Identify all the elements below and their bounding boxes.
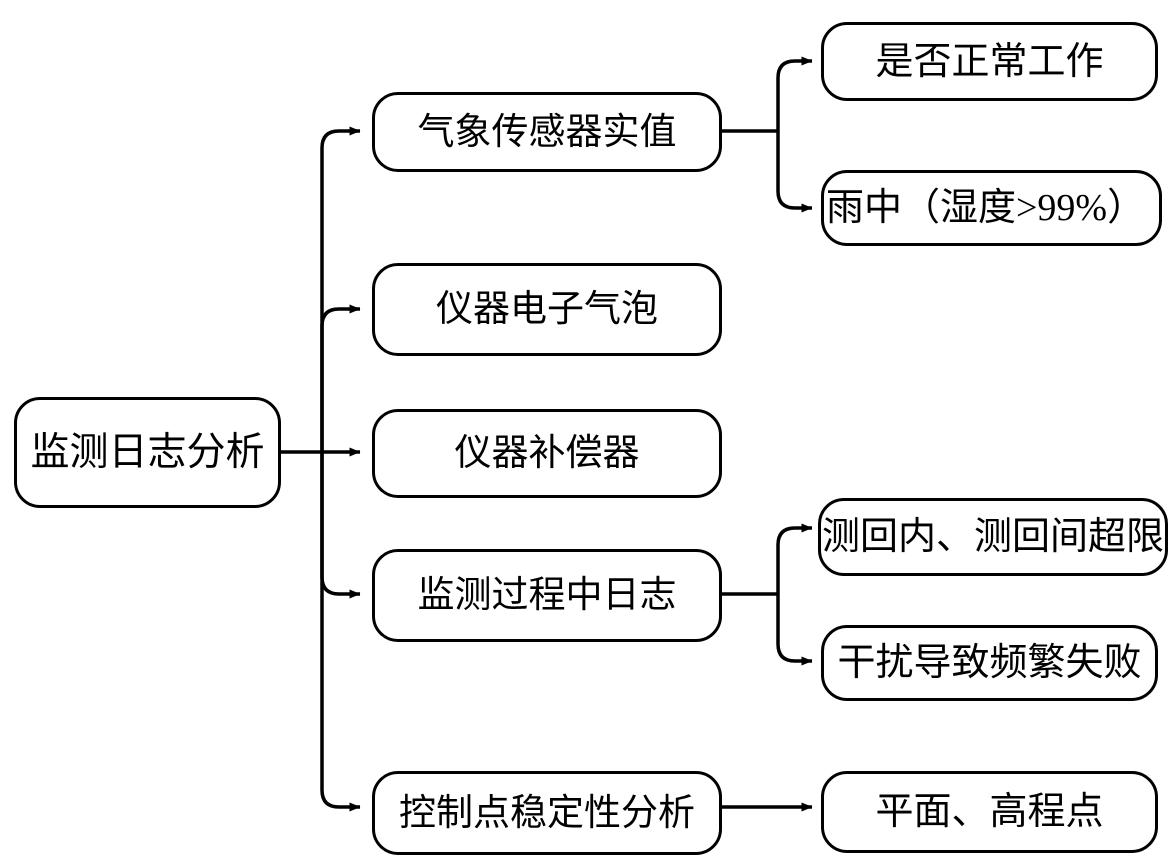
node-root-label: 监测日志分析 bbox=[30, 431, 265, 474]
node-root[interactable]: 监测日志分析 bbox=[14, 397, 281, 508]
node-plane-height[interactable]: 平面、高程点 bbox=[821, 771, 1158, 853]
node-raining-label: 雨中（湿度>99%） bbox=[826, 187, 1146, 229]
node-over-limit[interactable]: 测回内、测回间超限 bbox=[818, 498, 1168, 576]
node-raining[interactable]: 雨中（湿度>99%） bbox=[821, 170, 1162, 246]
node-normal-work-label: 是否正常工作 bbox=[875, 40, 1104, 83]
node-bubble-label: 仪器电子气泡 bbox=[436, 289, 658, 330]
edge-root-to-bubble bbox=[320, 304, 361, 452]
node-stability-label: 控制点稳定性分析 bbox=[399, 792, 695, 834]
edge-processlog-to-frequent-fail bbox=[776, 594, 813, 666]
node-bubble[interactable]: 仪器电子气泡 bbox=[372, 263, 722, 356]
node-plane-height-label: 平面、高程点 bbox=[875, 791, 1104, 833]
edge-root-to-sensor bbox=[320, 126, 361, 452]
edge-sensor-to-normal-work bbox=[776, 56, 813, 131]
node-compensator-label: 仪器补偿器 bbox=[454, 433, 640, 474]
edge-processlog-to-over-limit bbox=[776, 523, 813, 594]
edge-root-to-stability bbox=[320, 452, 361, 812]
node-normal-work[interactable]: 是否正常工作 bbox=[821, 22, 1158, 101]
node-sensor-label: 气象传感器实值 bbox=[417, 111, 677, 153]
edge-sensor-to-raining bbox=[776, 131, 813, 213]
node-stability[interactable]: 控制点稳定性分析 bbox=[372, 771, 722, 855]
node-sensor[interactable]: 气象传感器实值 bbox=[372, 92, 722, 172]
node-processlog[interactable]: 监测过程中日志 bbox=[372, 549, 722, 642]
edge-root-to-processlog bbox=[320, 452, 361, 599]
node-processlog-label: 监测过程中日志 bbox=[417, 575, 677, 616]
node-over-limit-label: 测回内、测回间超限 bbox=[822, 516, 1165, 558]
node-frequent-fail-label: 干扰导致频繁失败 bbox=[837, 642, 1142, 684]
node-frequent-fail[interactable]: 干扰导致频繁失败 bbox=[821, 625, 1158, 701]
node-compensator[interactable]: 仪器补偿器 bbox=[372, 409, 722, 498]
